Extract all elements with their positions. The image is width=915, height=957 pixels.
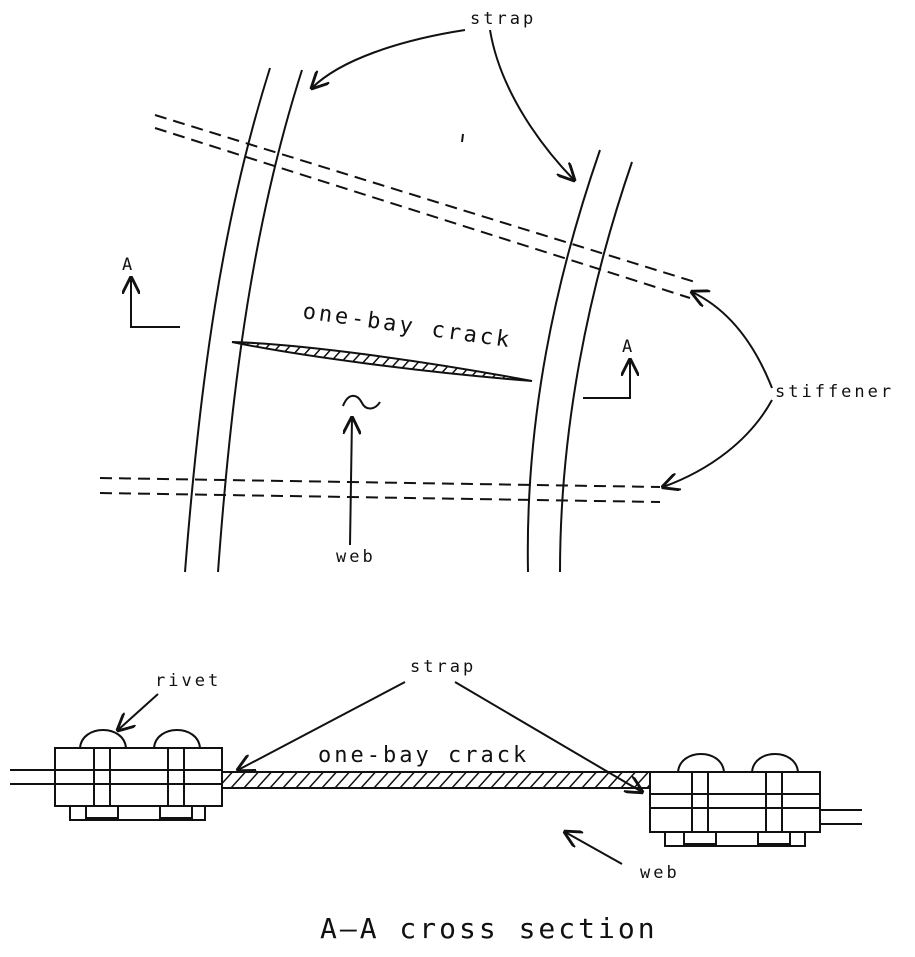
right-strap-outer-line [559, 161, 633, 573]
upper-stiffener-line-2 [154, 127, 691, 299]
hatch-line [230, 772, 246, 789]
hatch-line [256, 772, 272, 789]
rivet-arrow [118, 693, 159, 730]
web-arrow-top [350, 418, 352, 546]
web-label-top: web [336, 547, 376, 567]
lower-stiffener-line-1 [99, 477, 661, 488]
left-strap-outer-line [184, 67, 271, 573]
stiffener-arrow-lower [663, 399, 773, 487]
right-strap-inner-line [526, 149, 601, 573]
hatch-line [269, 772, 285, 789]
speck-mark [461, 133, 464, 143]
hatch-line [282, 772, 298, 789]
hatch-line [308, 772, 324, 789]
hatch-line [232, 342, 256, 381]
section-marker-left: A [122, 255, 180, 328]
hatch-line [363, 342, 410, 381]
left-strap-assembly [54, 729, 223, 821]
hatch-line [360, 772, 376, 789]
web-arrow-bottom [565, 832, 623, 865]
left-strap-inner-line [217, 69, 303, 573]
hatch-line [385, 342, 432, 381]
hatch-line [352, 342, 399, 381]
hatch-line [275, 342, 322, 381]
hatch-line [425, 772, 441, 789]
hatch-line [607, 772, 623, 789]
strap-label-bottom: strap [410, 657, 476, 677]
lower-stiffener-line-2 [99, 492, 661, 503]
hatch-line [386, 772, 402, 789]
hatch-line [464, 772, 480, 789]
strap-arrow-left [312, 29, 466, 88]
hatch-line [594, 772, 610, 789]
hatch-line [295, 772, 311, 789]
hatch-line [503, 772, 519, 789]
hatch-line [555, 772, 571, 789]
hatch-line [321, 772, 337, 789]
section-marker-right: A [583, 337, 635, 399]
section-marker-right-label: A [622, 337, 635, 357]
hatch-line [540, 336, 585, 386]
strap-arrow-bottom-left [238, 681, 406, 770]
right-strap-assembly [649, 753, 821, 847]
crack-cross-section [205, 771, 650, 789]
hatch-line [243, 772, 259, 789]
hatch-line [334, 772, 350, 789]
crack-label-bottom: one-bay crack [318, 743, 529, 768]
crack-label-top: one-bay crack [301, 299, 514, 353]
web-squiggle-icon [342, 394, 381, 410]
hatch-line [568, 772, 584, 789]
hatch-line [412, 772, 428, 789]
hatch-line [542, 772, 558, 789]
hatch-line [347, 772, 363, 789]
hatch-line [633, 772, 649, 789]
crack-top-view [231, 336, 585, 386]
hatch-line [581, 772, 597, 789]
strap-arrow-right [489, 29, 574, 180]
hatch-line [373, 772, 389, 789]
strap-label-top: strap [470, 9, 536, 29]
hatch-line [646, 783, 650, 789]
hatch-line [516, 772, 532, 789]
section-marker-left-label: A [122, 255, 135, 275]
hatch-line [490, 772, 506, 789]
hatch-line [286, 342, 333, 381]
hatch-line [399, 772, 415, 789]
hatch-line [297, 342, 344, 381]
hatch-line [438, 772, 454, 789]
rivet-label: rivet [155, 671, 221, 691]
hatch-line [529, 772, 545, 789]
stiffener-arrow-upper [692, 292, 773, 389]
hatch-line [528, 342, 532, 381]
strap-arrow-bottom-right [454, 681, 642, 792]
stiffener-label: stiffener [775, 382, 894, 402]
hatch-line [330, 342, 377, 381]
hatch-line [451, 772, 467, 789]
diagram-caption: A—A cross section [320, 912, 658, 945]
hatch-line [517, 342, 532, 381]
hatch-line [205, 772, 219, 788]
hatch-line [477, 772, 493, 789]
hatch-line [222, 772, 233, 785]
web-label-bottom: web [640, 863, 680, 883]
